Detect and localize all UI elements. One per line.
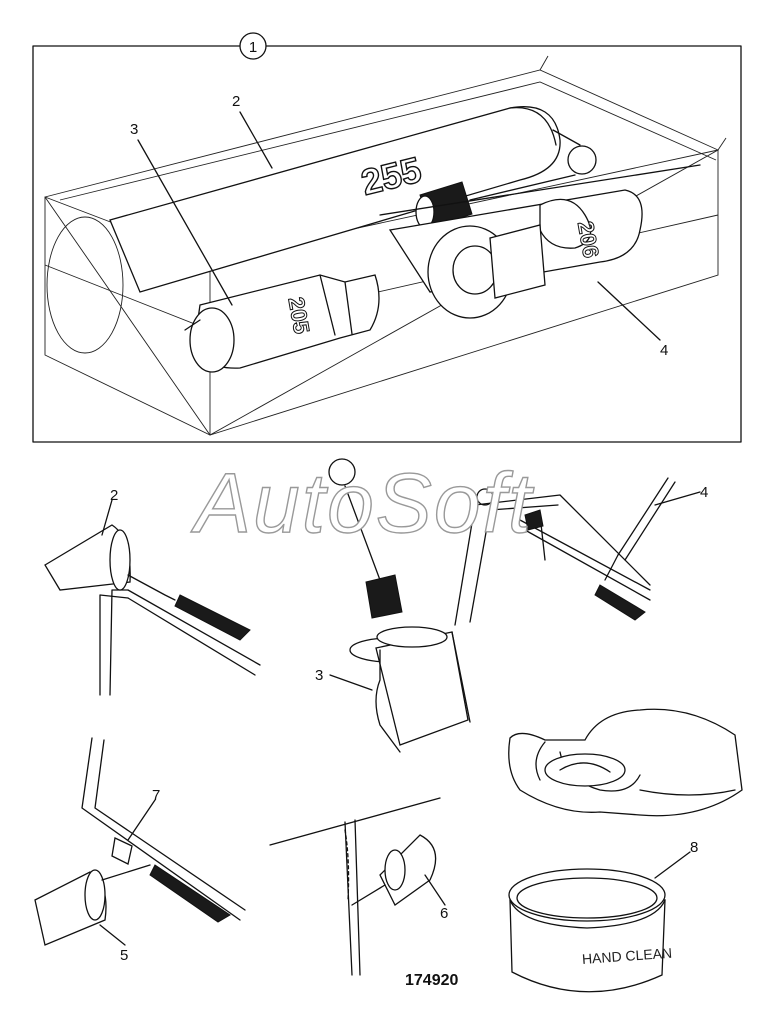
leader-4 (597, 281, 661, 341)
large-tube: 255 (109, 106, 597, 293)
callout-4: 4 (660, 342, 668, 359)
leader-step-8 (654, 851, 691, 879)
callout-step-6: 6 (440, 905, 448, 922)
callout-3: 3 (130, 121, 138, 138)
jar-label: HAND CLEAN (581, 945, 672, 967)
leader-step-2 (101, 499, 113, 536)
hand-illustration (508, 708, 743, 817)
callout-1-circle (239, 32, 267, 60)
callout-step-7: 7 (152, 787, 160, 804)
leader-step-7 (127, 799, 156, 841)
leader-2 (239, 111, 273, 169)
kit-panel-frame (32, 45, 742, 443)
callout-step-8: 8 (690, 839, 698, 856)
leader-3 (137, 139, 233, 306)
callout-step-2: 2 (110, 487, 118, 504)
kit-panel: 1 255 (32, 32, 742, 443)
step-7-part (111, 837, 133, 865)
leader-step-5 (99, 924, 126, 946)
watermark: AutoSoft (190, 456, 535, 550)
callout-step-3: 3 (315, 667, 323, 684)
step-5-illustration: 7 5 (34, 737, 246, 964)
leader-step-6 (424, 874, 446, 906)
leader-step-3 (329, 674, 373, 691)
kit-rod (379, 164, 701, 216)
callout-step-4: 4 (700, 484, 708, 501)
figure-reference: 174920 (405, 972, 458, 989)
callout-2: 2 (232, 93, 240, 110)
step-6-illustration: 6 (269, 797, 448, 976)
step-3-illustration: 3 (315, 458, 471, 753)
small-tube-right: 206 (388, 189, 643, 319)
leader-step-4 (654, 491, 701, 506)
step-8-illustration: HAND CLEAN 8 (508, 839, 698, 993)
small-tube-left: 205 (184, 274, 380, 373)
step-4-illustration: 4 (454, 477, 708, 626)
callout-1: 1 (249, 39, 257, 56)
step-2-illustration: 2 (44, 487, 261, 696)
small-tube-left-label: 205 (284, 295, 315, 336)
callout-step-5: 5 (120, 947, 128, 964)
